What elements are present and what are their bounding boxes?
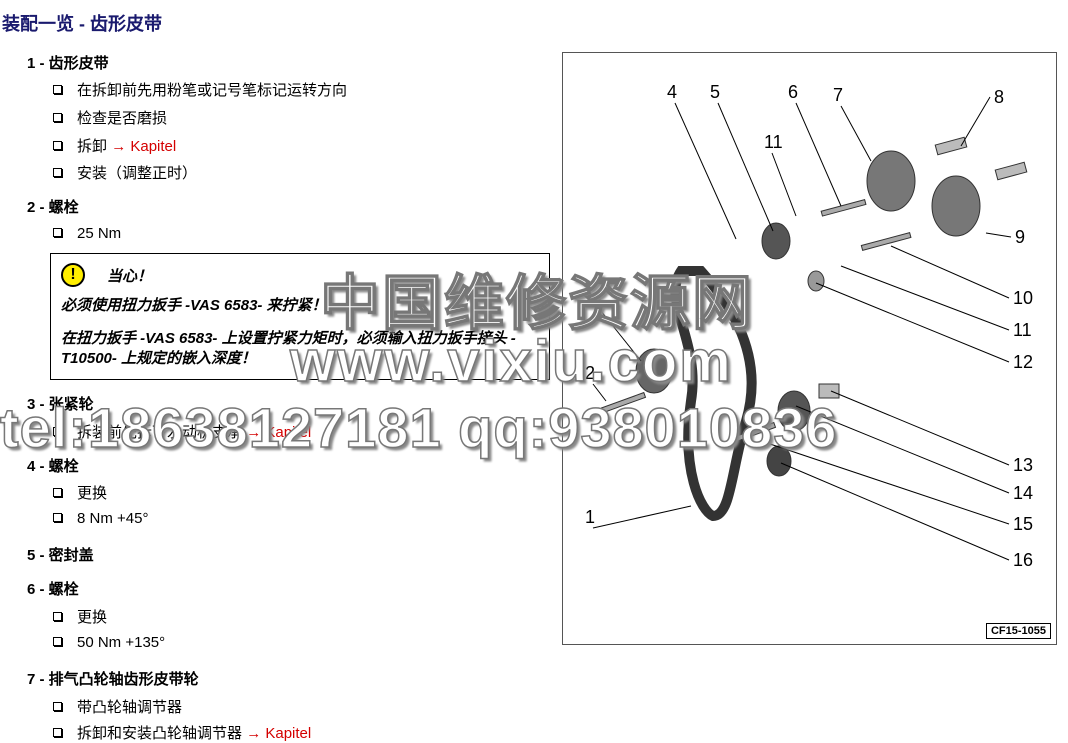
bullet-text: 拆卸和安装凸轮轴调节器 (77, 725, 243, 742)
bullet: 检查是否磨损 (53, 107, 167, 128)
item-6-heading: 6 - 螺栓 (27, 581, 79, 598)
leader-line (840, 105, 872, 162)
kapitel-link[interactable]: → Kapitel (111, 138, 177, 155)
callout-10: 10 (1013, 288, 1033, 308)
crank-sprocket (766, 445, 792, 477)
callout-14: 14 (1013, 483, 1033, 503)
timing-belt (670, 266, 757, 522)
bullet: 拆装前先拆下发动机支承 → Kapitel (53, 421, 311, 442)
caution-text-1: 必须使用扭力扳手 -VAS 6583- 来拧紧！ (61, 297, 327, 314)
bullet-text: 安装（调整正时） (77, 165, 198, 182)
callout-12: 12 (1013, 352, 1033, 372)
callout-13: 13 (1013, 455, 1033, 475)
caution-box: ! 当心！ 必须使用扭力扳手 -VAS 6583- 来拧紧！ 在扭力扳手 -VA… (50, 253, 550, 380)
bullet-square-icon (53, 636, 62, 646)
item-3-heading: 3 - 张紧轮 (27, 396, 94, 413)
item-4-heading: 4 - 螺栓 (27, 458, 79, 475)
leader-line (717, 102, 774, 232)
bullet-text: 拆卸 (77, 138, 108, 155)
callout-11: 11 (1013, 320, 1032, 340)
bullet-text: 25 Nm (77, 225, 122, 242)
bullet-text: 拆装前先拆下发动机支承 (77, 424, 243, 441)
caution-text-2: 在扭力扳手 -VAS 6583- 上设置拧紧力矩时，必须输入扭力扳手接头 -T1… (61, 330, 516, 367)
bullet-square-icon (53, 701, 62, 711)
leader-line (674, 102, 737, 240)
exhaust-cam-sprocket (866, 150, 916, 212)
leader-line (795, 405, 1010, 494)
bullet-square-icon (53, 140, 62, 150)
bullet: 25 Nm (53, 225, 121, 242)
figure-id: CF15-1055 (985, 623, 1051, 639)
bullet: 50 Nm +135° (53, 634, 165, 651)
bullet-square-icon (53, 227, 62, 237)
item-7-heading: 7 - 排气凸轮轴齿形皮带轮 (27, 671, 199, 688)
leader-line (830, 390, 1010, 466)
callout-7: 7 (833, 85, 843, 105)
bullet-text: 带凸轮轴调节器 (77, 699, 183, 716)
bullet: 更换 (53, 606, 107, 627)
bullet: 更换 (53, 482, 107, 503)
bullet-square-icon (53, 611, 62, 621)
bullet: 带凸轮轴调节器 (53, 696, 182, 717)
bullet-square-icon (53, 426, 62, 436)
callout-1: 1 (585, 507, 595, 527)
tensioner (635, 348, 673, 394)
page-title: 装配一览 - 齿形皮带 (2, 14, 162, 34)
bullet: 拆卸和安装凸轮轴调节器 → Kapitel (53, 722, 311, 743)
item-5-heading: 5 - 密封盖 (27, 547, 94, 564)
leader-line (890, 245, 1010, 299)
kapitel-link[interactable]: → Kapitel (246, 424, 312, 441)
diagram-drawing: 4 5 6 7 8 11 9 10 11 12 3 2 13 14 15 16 1 (585, 82, 1033, 570)
bullet-square-icon (53, 512, 62, 522)
exploded-diagram: 4 5 6 7 8 11 9 10 11 12 3 2 13 14 15 16 1 CF15-1055 (562, 52, 1057, 645)
leader-line (592, 383, 607, 402)
callout-6: 6 (788, 82, 798, 102)
leader-line (592, 505, 692, 529)
item-1-heading: 1 - 齿形皮带 (27, 55, 109, 72)
item-2-heading: 2 - 螺栓 (27, 199, 79, 216)
bullet-square-icon (53, 167, 62, 177)
callout-9: 9 (1015, 227, 1025, 247)
warning-icon: ! (61, 263, 85, 287)
bullet-text: 在拆卸前先用粉笔或记号笔标记运转方向 (77, 82, 348, 99)
bullet-text: 检查是否磨损 (77, 110, 168, 127)
callout-3: 3 (593, 290, 603, 310)
intake-cam-sprocket (931, 175, 981, 237)
callout-16: 16 (1013, 550, 1033, 570)
bullet-square-icon (53, 84, 62, 94)
bullet-square-icon (53, 487, 62, 497)
caution-heading: 当心！ (107, 268, 153, 285)
leader-line (960, 96, 991, 147)
leader-line (795, 102, 842, 207)
bullet: 拆卸 → Kapitel (53, 135, 176, 156)
bullet-text: 更换 (77, 609, 108, 626)
leader-line (840, 265, 1010, 331)
bullet: 安装（调整正时） (53, 162, 197, 183)
idler (777, 390, 811, 432)
kapitel-link[interactable]: → Kapitel (246, 725, 312, 742)
callout-11: 11 (764, 132, 783, 152)
leader-line (760, 440, 1010, 525)
bullet-text: 50 Nm +135° (77, 634, 166, 651)
leader-line (780, 462, 1010, 561)
bullet: 8 Nm +45° (53, 510, 148, 527)
callout-2: 2 (585, 363, 595, 383)
bullet-text: 8 Nm +45° (77, 510, 149, 527)
callout-4: 4 (667, 82, 677, 102)
bullet-square-icon (53, 112, 62, 122)
bullet: 在拆卸前先用粉笔或记号笔标记运转方向 (53, 79, 347, 100)
callout-15: 15 (1013, 514, 1033, 534)
leader-line (985, 232, 1012, 238)
leader-line (600, 310, 642, 362)
leader-line (815, 282, 1010, 363)
bullet-text: 更换 (77, 485, 108, 502)
callout-8: 8 (994, 87, 1004, 107)
callout-5: 5 (710, 82, 720, 102)
seal-cover (761, 222, 791, 260)
leader-line (771, 152, 797, 217)
